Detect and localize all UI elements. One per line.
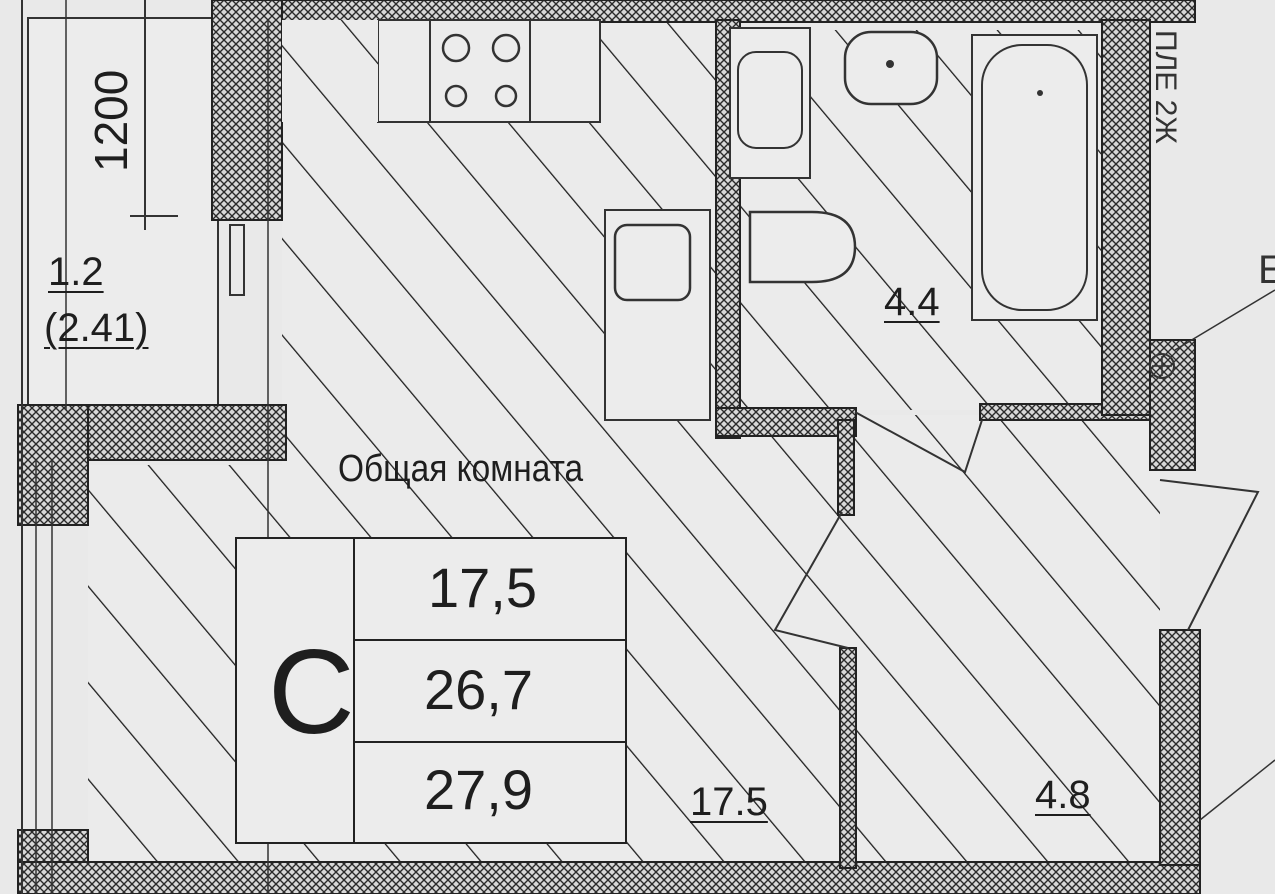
wall-partition-lower [839, 647, 857, 869]
summary-total-with-balcony: 27,9 [424, 758, 533, 821]
summary-table [235, 537, 627, 844]
wall-left [17, 404, 89, 526]
bathtub-drain [1037, 90, 1043, 96]
kitchen-counter-side [604, 209, 711, 421]
wall-bottom [17, 861, 1201, 894]
wall-partition [837, 419, 855, 516]
riser-icon [1149, 353, 1175, 379]
bathtub-inner [981, 44, 1088, 311]
wall-top [214, 0, 1196, 23]
stove-burner [494, 84, 518, 108]
stove-burner [491, 33, 521, 63]
stove-burner [444, 84, 468, 108]
bathtub [971, 34, 1098, 321]
balcony-door-slot [229, 224, 245, 296]
room-door [773, 511, 849, 649]
entrance-leader [1199, 759, 1275, 821]
wall-bath-bottom-a [715, 407, 857, 437]
wall-bath-right [1101, 19, 1151, 416]
toilet [748, 210, 857, 284]
balcony-coef-label: (2.41) [44, 306, 149, 350]
kitchen-counter-band [282, 20, 378, 122]
hall-hatch [720, 415, 1160, 865]
hall-area-label: 4.8 [1035, 773, 1091, 817]
main-room-area-label: 17.5 [690, 780, 768, 824]
riser-leader [1174, 289, 1275, 351]
stove [429, 19, 531, 123]
bathroom-area-label: 4.4 [884, 280, 940, 324]
dimension-label: 1200 [85, 69, 137, 172]
riser-cross [1152, 356, 1172, 376]
stove-burner [441, 33, 471, 63]
room-name-label: Общая комната [338, 448, 584, 490]
washing-machine [729, 27, 811, 179]
kitchen-sink [613, 223, 692, 302]
summary-letter: С [268, 625, 355, 759]
bathroom-door [854, 411, 983, 474]
washbasin-drain [886, 60, 894, 68]
summary-living-area: 17,5 [428, 556, 537, 619]
edge-text: ПЛЕ 2Ж [1149, 30, 1182, 144]
balcony [27, 17, 219, 411]
summary-total-area: 26,7 [424, 658, 533, 721]
washing-machine-drum [737, 51, 803, 149]
balcony-area-label: 1.2 [48, 250, 104, 294]
wall-balcony-right [211, 0, 283, 221]
edge-stub: Е [1258, 248, 1275, 292]
washbasin [843, 30, 939, 106]
entrance-door [1159, 479, 1260, 631]
wall-right-lower [1159, 629, 1201, 866]
